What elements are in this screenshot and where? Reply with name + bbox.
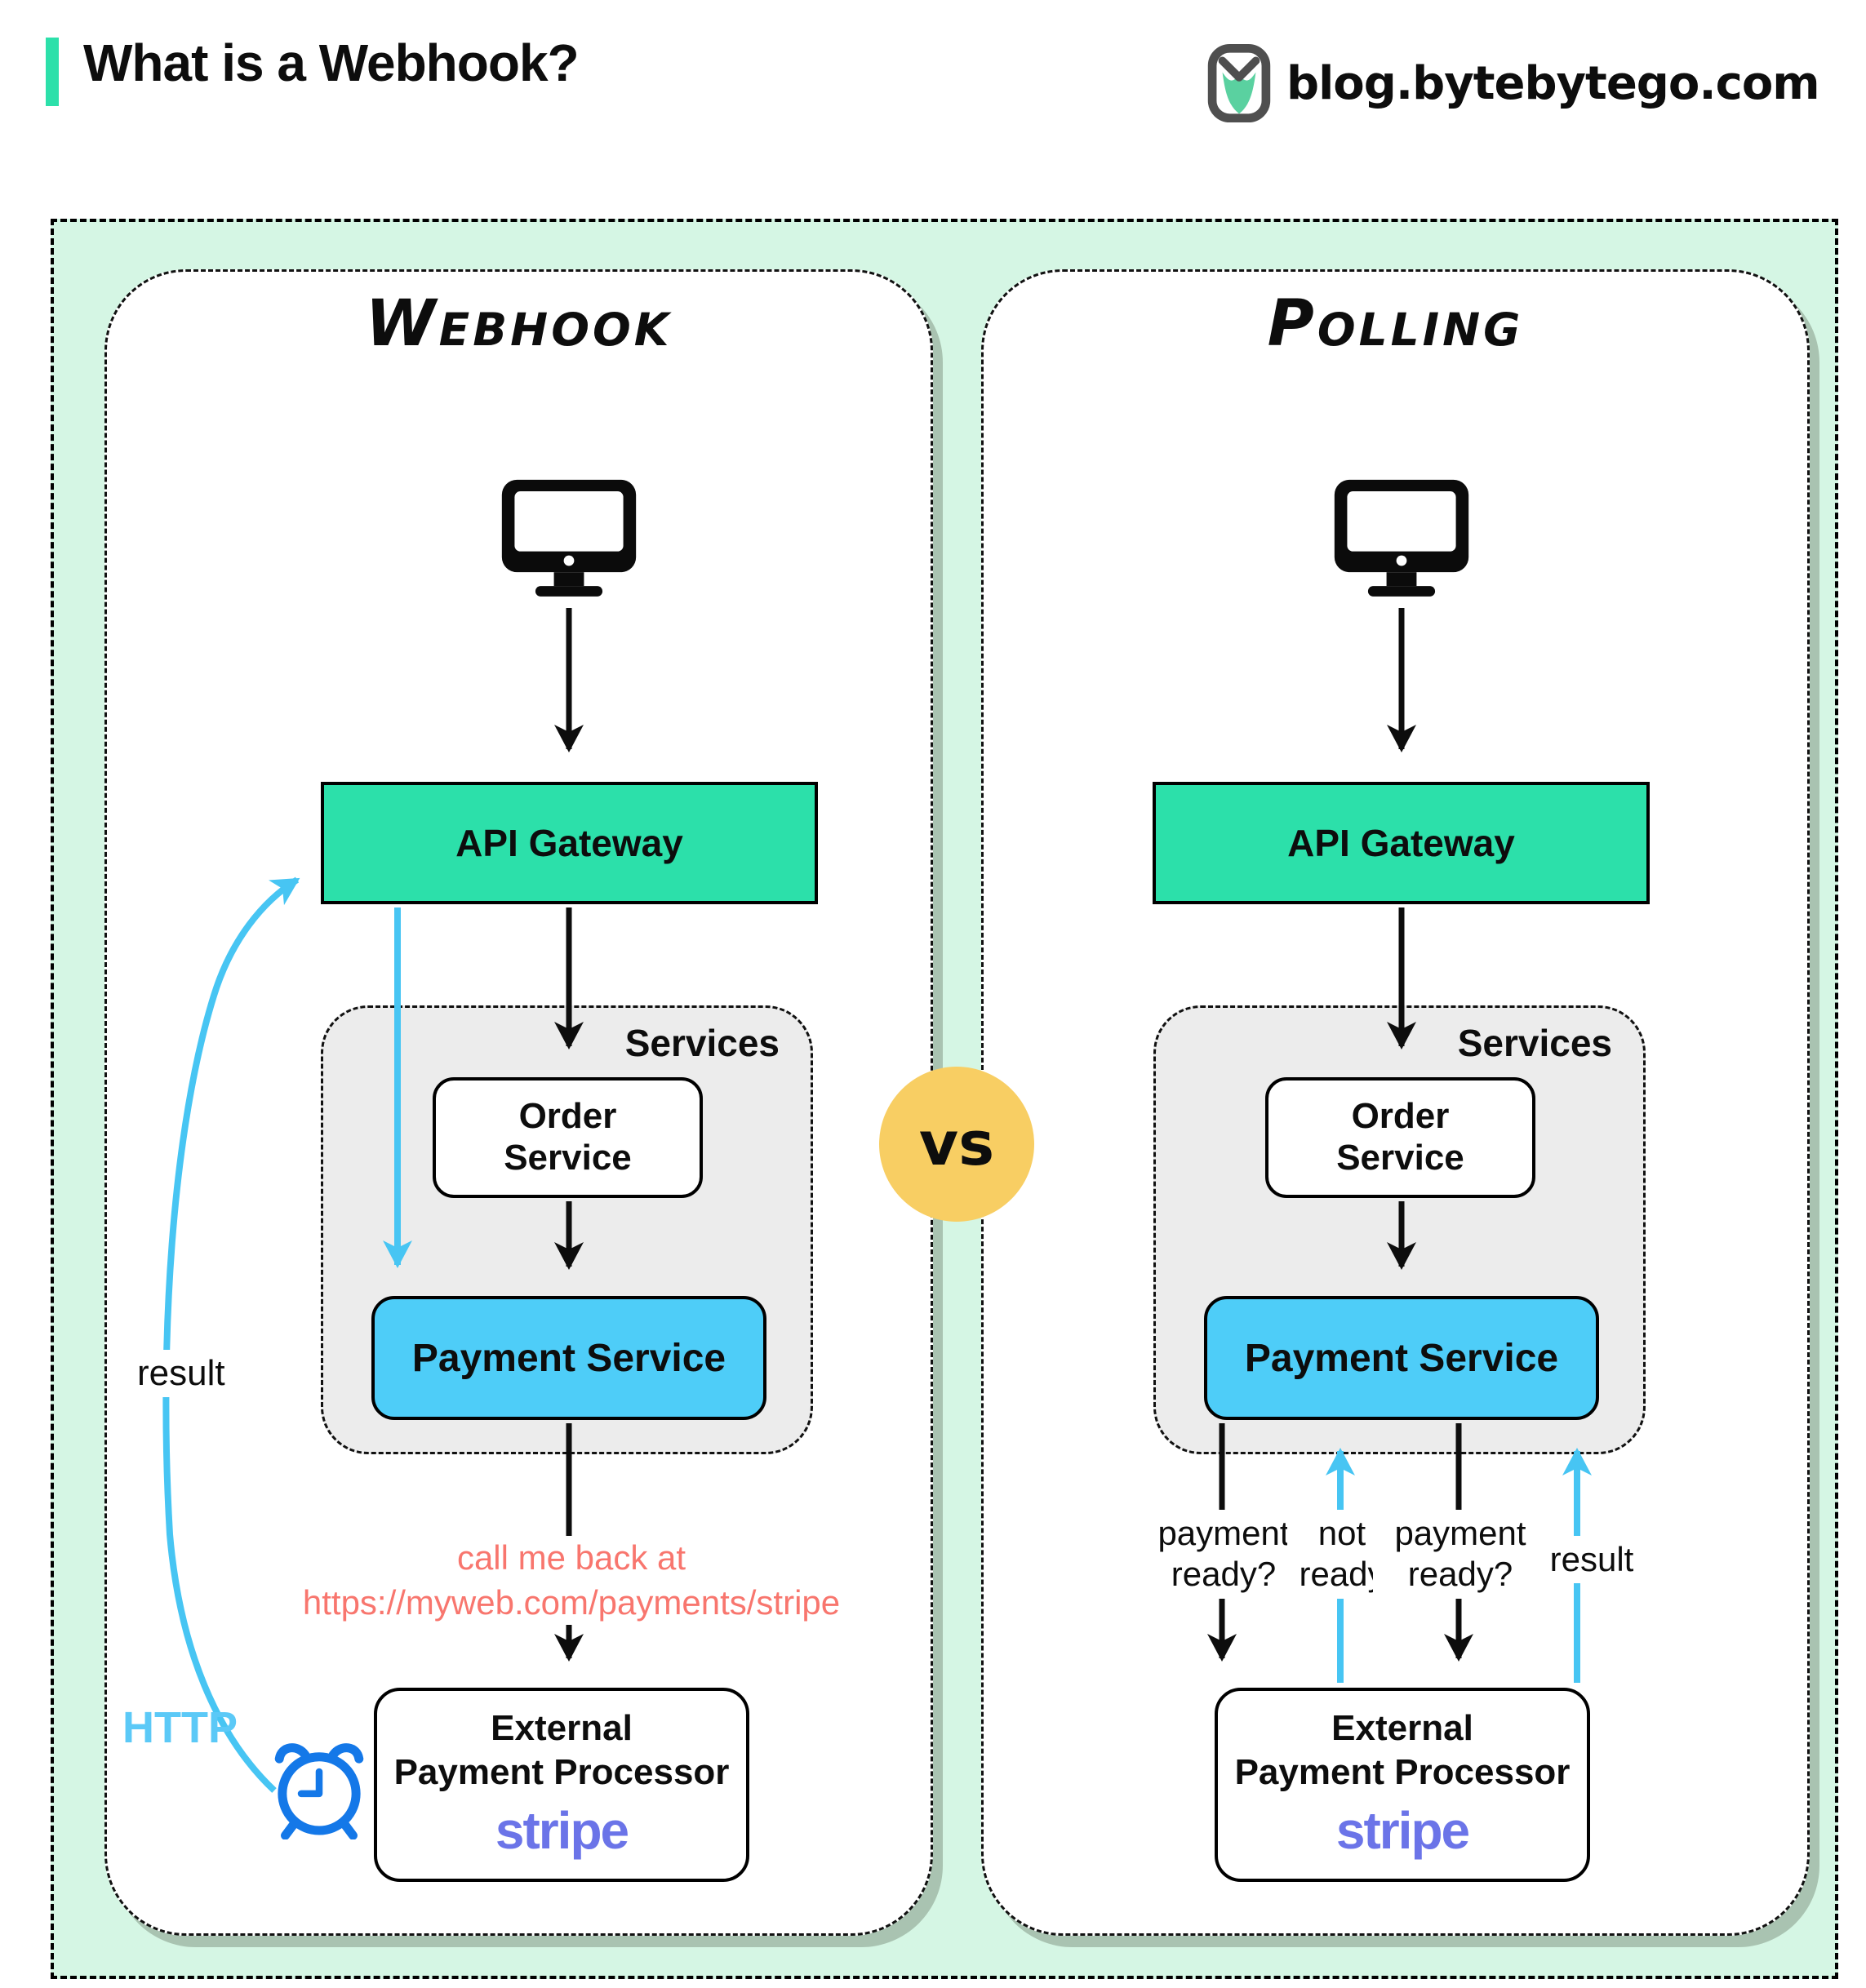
api-gateway-box-webhook: API Gateway (321, 782, 818, 904)
order-service-box-webhook: Order Service (433, 1077, 703, 1198)
stripe-logo: stripe (1335, 1800, 1470, 1860)
poll-label-payment-ready-2: payment ready? (1373, 1510, 1548, 1599)
callback-line2: https://myweb.com/payments/stripe (295, 1580, 847, 1626)
payment-service-box-webhook: Payment Service (371, 1296, 766, 1420)
poll-label-payment-ready-1: payment ready? (1136, 1510, 1311, 1599)
external-line1: External (1331, 1707, 1473, 1748)
callback-line1: call me back at (450, 1536, 693, 1581)
external-line1: External (491, 1707, 633, 1748)
external-line2: Payment Processor (393, 1752, 730, 1793)
http-label: HTTP (122, 1703, 238, 1752)
vs-badge: vs (879, 1067, 1034, 1222)
external-payment-processor-box-polling: External Payment Processor stripe (1215, 1688, 1590, 1882)
result-label-webhook: result (127, 1350, 235, 1397)
alarm-clock-icon (274, 1743, 364, 1839)
services-group-label: Services (624, 1022, 780, 1064)
vs-text: vs (918, 1109, 995, 1179)
site-badge: blog.bytebytego.com (1206, 42, 1820, 124)
callback-note: call me back at https://myweb.com/paymen… (269, 1536, 873, 1626)
site-url: blog.bytebytego.com (1286, 56, 1820, 110)
stripe-logo: stripe (495, 1800, 629, 1860)
webhook-panel-title: Webhook (365, 287, 673, 361)
order-service-label: Order Service (504, 1096, 632, 1178)
services-group-label: Services (1457, 1022, 1612, 1064)
bytebytego-logo-icon (1207, 44, 1271, 122)
external-payment-processor-box-webhook: External Payment Processor stripe (374, 1688, 749, 1882)
order-service-box-polling: Order Service (1265, 1077, 1535, 1198)
payment-service-box-polling: Payment Service (1204, 1296, 1599, 1420)
poll-label-result: result (1533, 1536, 1651, 1584)
api-gateway-box-polling: API Gateway (1153, 782, 1650, 904)
order-service-label: Order Service (1336, 1096, 1464, 1178)
title-accent-bar (46, 38, 59, 106)
computer-icon (501, 479, 637, 597)
page-title: What is a Webhook? (83, 33, 580, 92)
polling-panel-title: Polling (1267, 287, 1524, 361)
computer-icon (1334, 479, 1469, 597)
external-line2: Payment Processor (1234, 1752, 1571, 1793)
